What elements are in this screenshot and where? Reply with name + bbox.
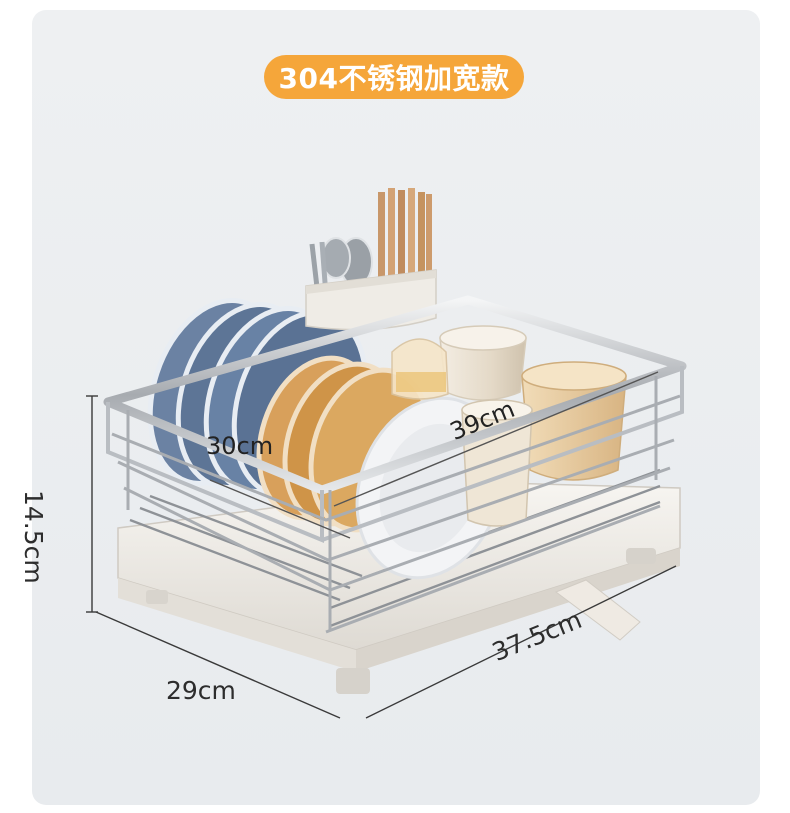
utensil-holder <box>305 188 437 331</box>
inner-width-dimension-label: 30cm <box>206 432 274 460</box>
front-width-dimension-label: 29cm <box>166 676 236 705</box>
baby-bottle <box>391 338 449 400</box>
drain-spout <box>554 579 641 641</box>
dimension-lines <box>86 371 677 719</box>
height-dimension-label: 14.5cm <box>19 490 48 584</box>
product-title: 304不锈钢加宽款 <box>278 62 510 95</box>
product-title-badge: 304不锈钢加宽款 <box>264 55 524 99</box>
rack-frame <box>103 295 687 634</box>
